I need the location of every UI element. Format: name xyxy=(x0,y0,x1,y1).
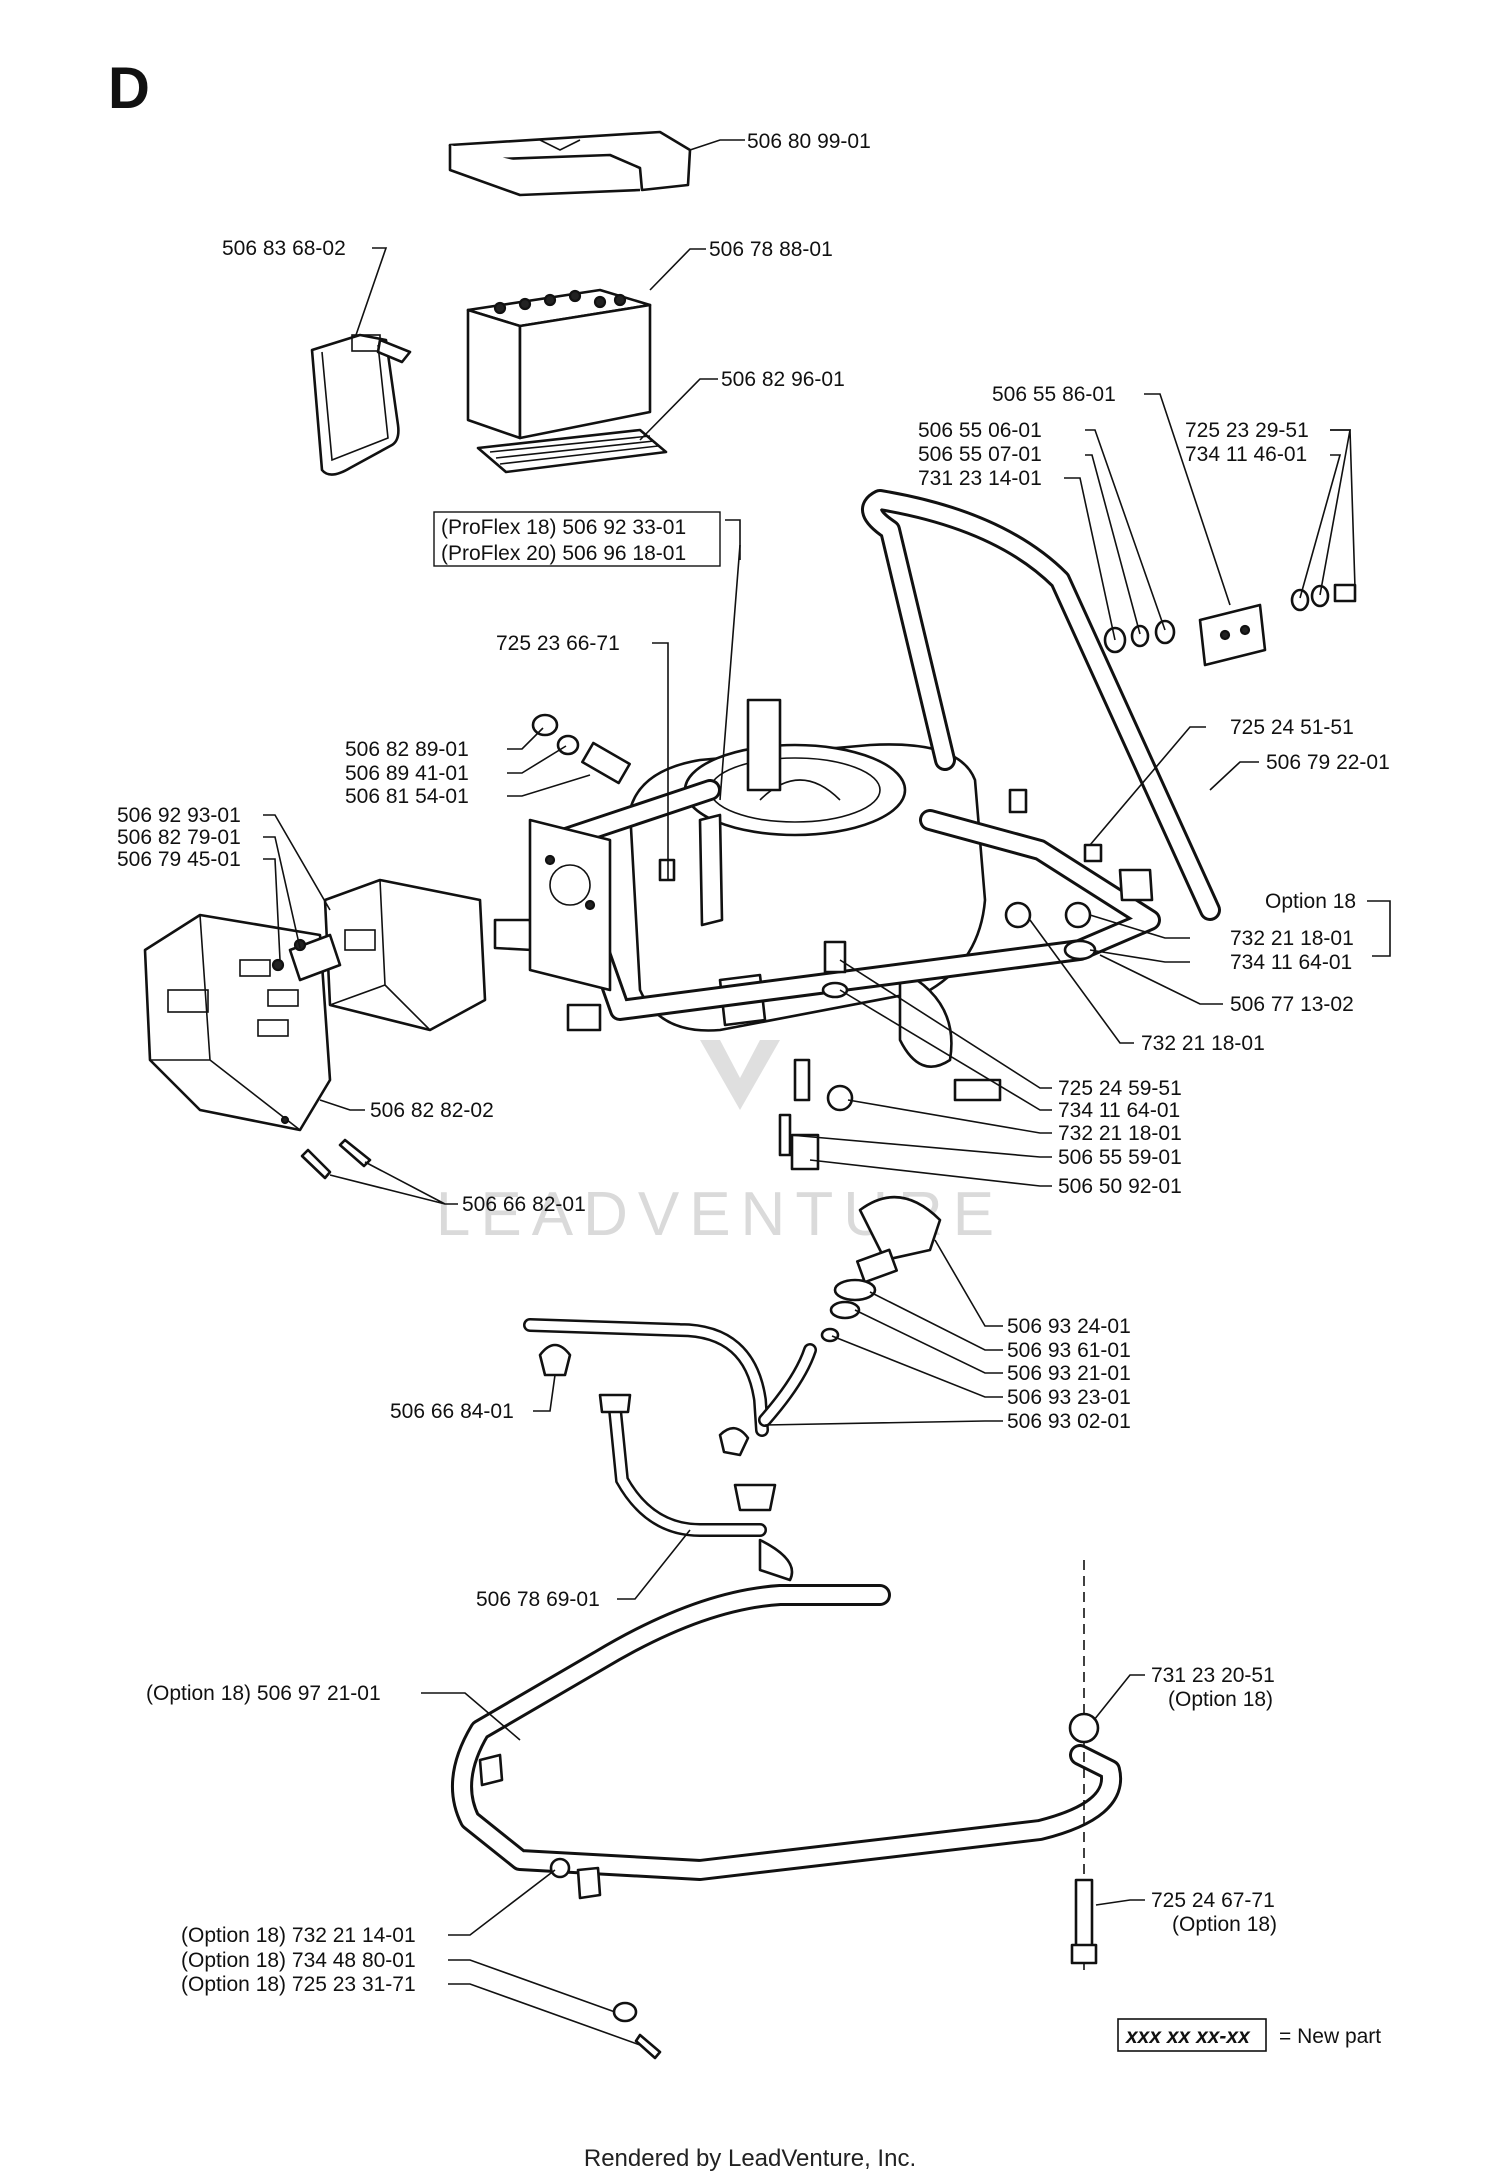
part-label: 725 24 59-51 xyxy=(1058,1077,1182,1100)
part-label: 506 82 82-02 xyxy=(370,1099,494,1122)
part-label: 506 83 68-02 xyxy=(222,237,346,260)
part-label: (Option 18) 734 48 80-01 xyxy=(181,1949,416,1972)
part-label: 725 23 66-71 xyxy=(496,632,620,655)
proflex-box xyxy=(433,511,721,567)
leader-lines xyxy=(263,139,1391,2046)
battery-cover-part xyxy=(448,130,692,197)
part-label: 506 93 21-01 xyxy=(1007,1362,1131,1385)
part-label: 506 82 96-01 xyxy=(721,368,845,391)
part-label: 506 66 82-01 xyxy=(462,1193,586,1216)
roll-bar-part xyxy=(861,489,1221,921)
part-label: 506 55 06-01 xyxy=(918,419,1042,442)
battery-part xyxy=(466,288,652,440)
part-label: 731 23 14-01 xyxy=(918,467,1042,490)
part-label: (Option 18) 725 23 31-71 xyxy=(181,1973,416,1996)
part-label: 732 21 18-01 xyxy=(1058,1122,1182,1145)
part-label: 506 93 61-01 xyxy=(1007,1339,1131,1362)
part-label: 506 89 41-01 xyxy=(345,762,469,785)
part-label: 506 55 86-01 xyxy=(992,383,1116,406)
part-label: 506 50 92-01 xyxy=(1058,1175,1182,1198)
muffler-plate-part xyxy=(528,818,612,992)
part-labels: 506 80 99-01 506 83 68-02 506 78 88-01 5… xyxy=(117,130,1390,1996)
hose-clamp-part xyxy=(538,1343,750,1457)
muffler-cover-part xyxy=(143,913,332,1132)
part-label: 506 92 93-01 xyxy=(117,804,241,827)
part-label: (Option 18) xyxy=(1168,1688,1273,1711)
part-label: 506 82 89-01 xyxy=(345,738,469,761)
part-label: (Option 18) 732 21 14-01 xyxy=(181,1924,416,1947)
part-label: 506 93 23-01 xyxy=(1007,1386,1131,1409)
part-label: 506 78 69-01 xyxy=(476,1588,600,1611)
engine-part xyxy=(628,743,987,1102)
footer-credit: Rendered by LeadVenture, Inc. xyxy=(584,2145,916,2172)
part-label: Option 18 xyxy=(1265,890,1356,913)
nut-stack-part xyxy=(1103,583,1357,654)
legend-sample-box xyxy=(1117,2018,1267,2052)
part-label: 506 81 54-01 xyxy=(345,785,469,808)
part-label: (Option 18) xyxy=(1172,1913,1277,1936)
part-label: 506 93 24-01 xyxy=(1007,1315,1131,1338)
muffler-part xyxy=(323,878,487,1032)
part-label: 506 82 79-01 xyxy=(117,826,241,849)
part-label: 506 55 07-01 xyxy=(918,443,1042,466)
part-label: 506 79 22-01 xyxy=(1266,751,1390,774)
part-label: 725 24 51-51 xyxy=(1230,716,1354,739)
part-label: 732 21 18-01 xyxy=(1141,1032,1265,1055)
engine-fasteners xyxy=(658,788,1103,1171)
part-label: 734 11 46-01 xyxy=(1185,443,1307,466)
option-frame-part xyxy=(451,1584,1123,1900)
legend-sample: xxx xx xx-xx xyxy=(1125,2025,1251,2048)
part-label: 734 11 64-01 xyxy=(1230,951,1352,974)
battery-mat-part xyxy=(476,428,668,474)
fuel-cap-part xyxy=(820,1195,942,1343)
battery-strap-part xyxy=(310,333,412,476)
section-letter: D xyxy=(108,56,150,121)
part-label: 732 21 18-01 xyxy=(1230,927,1354,950)
part-label: 506 66 84-01 xyxy=(390,1400,514,1423)
part-label: 725 24 67-71 xyxy=(1151,1889,1275,1912)
part-label: 506 93 02-01 xyxy=(1007,1410,1131,1433)
part-label: (ProFlex 20) 506 96 18-01 xyxy=(441,542,686,565)
part-label: 506 77 13-02 xyxy=(1230,993,1354,1016)
part-label: (ProFlex 18) 506 92 33-01 xyxy=(441,516,686,539)
fuel-hose-part xyxy=(523,1318,817,1582)
part-label: 506 55 59-01 xyxy=(1058,1146,1182,1169)
bracket-part xyxy=(1198,603,1267,667)
part-label: 506 80 99-01 xyxy=(747,130,871,153)
part-label: 725 23 29-51 xyxy=(1185,419,1309,442)
option-fasteners xyxy=(549,1560,1100,2060)
part-label: 731 23 20-51 xyxy=(1151,1664,1275,1687)
part-label: (Option 18) 506 97 21-01 xyxy=(146,1682,381,1705)
spacer-set-part xyxy=(531,713,631,785)
part-label: 734 11 64-01 xyxy=(1058,1099,1180,1122)
cover-bolts-part xyxy=(300,1138,372,1180)
legend: xxx xx xx-xx = New part xyxy=(1117,2018,1381,2052)
legend-meaning: = New part xyxy=(1279,2025,1381,2048)
part-label: 506 79 45-01 xyxy=(117,848,241,871)
part-label: 506 78 88-01 xyxy=(709,238,833,261)
